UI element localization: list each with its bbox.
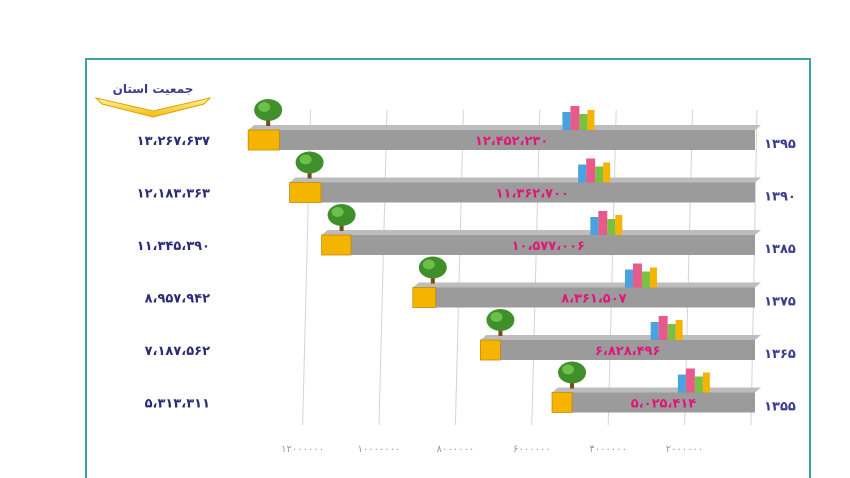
building-icon — [624, 269, 633, 288]
urban-population-label: ۱۰،۵۷۷،۰۰۶ — [512, 239, 585, 254]
building-icon — [590, 217, 599, 235]
total-population-label: ۷،۱۸۷،۵۶۲ — [145, 344, 210, 359]
building-icon — [598, 211, 608, 235]
building-icon — [595, 166, 604, 183]
bar-top — [321, 230, 761, 235]
grid-line — [750, 109, 758, 426]
x-tick-label: ۸۰۰۰۰۰۰ — [437, 444, 475, 455]
x-tick-label: ۴۰۰۰۰۰۰ — [589, 444, 627, 455]
tree-icon — [331, 207, 344, 217]
x-tick-label: ۱۲۰۰۰۰۰۰ — [281, 444, 324, 455]
tree-icon — [562, 364, 575, 375]
x-tick-label: ۲۰۰۰۰۰۰ — [666, 444, 704, 455]
building-icon — [587, 110, 595, 130]
population-label: جمعیت استان — [112, 82, 194, 96]
grid-line — [531, 109, 541, 426]
x-tick-label: ۱۰۰۰۰۰۰۰ — [358, 444, 401, 455]
urban-population-label: ۶،۸۲۸،۴۹۶ — [595, 344, 660, 359]
building-icon — [667, 324, 676, 340]
total-population-label: ۱۲،۱۸۳،۳۶۳ — [137, 187, 210, 202]
urban-population-label: ۱۱،۳۶۲،۷۰۰ — [496, 187, 569, 202]
population-bar — [321, 235, 755, 255]
rural-segment — [480, 339, 501, 361]
building-icon — [578, 164, 587, 183]
grid-line — [378, 109, 388, 426]
population-bar — [552, 392, 755, 413]
building-icon — [603, 162, 611, 183]
tree-icon — [422, 259, 435, 270]
population-bar — [289, 182, 755, 203]
tree-icon — [299, 154, 312, 165]
bar-top — [248, 125, 761, 130]
year-label: ۱۳۵۵ — [764, 400, 796, 415]
rural-segment — [289, 182, 322, 203]
building-icon — [702, 372, 710, 393]
grid-line — [454, 109, 464, 426]
bar-top — [480, 335, 761, 340]
total-population-label: ۵،۳۱۳،۳۱۱ — [145, 397, 210, 412]
year-label: ۱۳۹۰ — [764, 190, 796, 205]
urban-population-label: ۱۲،۴۵۲،۲۳۰ — [475, 134, 548, 149]
building-icon — [607, 219, 616, 235]
population-bar — [412, 287, 755, 308]
rural-segment — [551, 392, 573, 413]
population-bar — [248, 130, 755, 150]
population-badge — [94, 97, 212, 118]
building-icon — [677, 374, 686, 393]
building-icon — [685, 368, 695, 393]
bar-top — [552, 387, 761, 393]
building-icon — [586, 158, 596, 183]
rural-segment — [321, 234, 352, 256]
building-icon — [632, 263, 642, 288]
population-bar — [480, 340, 755, 360]
building-icon — [570, 106, 580, 130]
building-icon — [694, 376, 703, 393]
total-population-label: ۱۳،۲۶۷،۶۳۷ — [137, 134, 210, 149]
building-icon — [650, 322, 659, 340]
urban-population-label: ۵،۰۲۵،۴۱۴ — [631, 397, 696, 412]
total-population-label: ۱۱،۳۴۵،۳۹۰ — [137, 239, 210, 254]
tree-icon — [258, 102, 271, 112]
building-icon — [641, 271, 650, 288]
tree-icon — [490, 312, 503, 322]
year-label: ۱۳۷۵ — [764, 295, 796, 310]
total-population-label: ۸،۹۵۷،۹۴۲ — [145, 292, 210, 307]
rural-segment — [412, 287, 436, 308]
building-icon — [579, 114, 588, 130]
year-label: ۱۳۸۵ — [764, 242, 796, 257]
building-icon — [658, 316, 668, 340]
building-icon — [675, 320, 683, 340]
rural-segment — [247, 129, 280, 151]
bar-top — [412, 282, 761, 288]
year-label: ۱۳۹۵ — [764, 137, 796, 152]
building-icon — [649, 267, 657, 288]
bar-top — [289, 177, 761, 183]
urban-population-label: ۸،۳۶۱،۵۰۷ — [561, 292, 626, 307]
grid-line — [607, 109, 617, 426]
year-label: ۱۳۶۵ — [764, 347, 796, 362]
building-icon — [562, 112, 571, 130]
x-tick-label: ۶۰۰۰۰۰۰ — [513, 444, 551, 455]
building-icon — [615, 215, 623, 235]
